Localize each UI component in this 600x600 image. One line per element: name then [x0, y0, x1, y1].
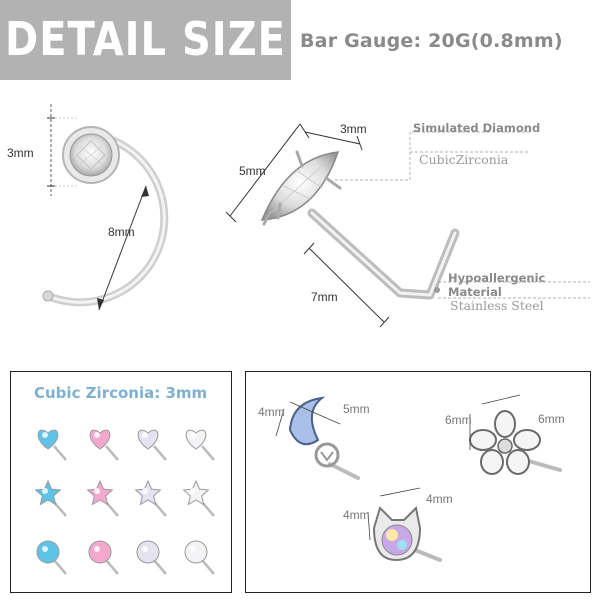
cz-gem-stud: [185, 429, 215, 461]
bar-length-label: 7mm: [311, 290, 338, 304]
stone-value: CubicZirconia: [419, 152, 509, 167]
flower-width-label: 6mm: [538, 412, 565, 426]
cz-gem-stud: [134, 479, 167, 517]
hoop-nose-ring: [42, 126, 169, 307]
cz-gem-stud: [34, 479, 67, 517]
cz-gem-stud: [36, 540, 67, 575]
cat-width-label: 4mm: [426, 492, 453, 506]
moon-height-label: 4mm: [258, 405, 285, 419]
cat-stud: [367, 487, 442, 562]
cz-gem-stud: [86, 479, 119, 517]
stone-heading: Simulated Diamond: [413, 121, 541, 135]
flower-height-label: 6mm: [445, 413, 472, 427]
cz-panel-title: Cubic Zirconia: 3mm: [34, 384, 208, 402]
cz-gem-stud: [136, 540, 167, 575]
page-title: DETAIL SIZE: [5, 13, 286, 67]
cat-height-label: 4mm: [343, 508, 370, 522]
hoop-diameter-label: 8mm: [108, 225, 135, 239]
l-shape-dimension-lines: [225, 123, 590, 328]
cz-gem-stud: [184, 540, 215, 575]
material-heading: Hypoallergenic Material: [448, 271, 546, 299]
material-value: Stainless Steel: [450, 298, 544, 313]
cz-gem-stud: [88, 540, 119, 575]
hoop-dimension-lines: [47, 104, 149, 311]
bar-gauge-label: Bar Gauge: 20G(0.8mm): [300, 30, 563, 52]
cz-gem-stud: [182, 479, 215, 517]
moon-width-label: 5mm: [343, 402, 370, 416]
title-banner: [0, 0, 291, 80]
moon-stud: [275, 396, 360, 480]
gem-width-label: 3mm: [340, 122, 367, 136]
gem-length-label: 5mm: [239, 164, 266, 178]
cz-gem-stud: [37, 429, 67, 461]
cz-gem-stud: [89, 429, 119, 461]
cz-gem-stud: [137, 429, 167, 461]
l-shape-nose-stud: [260, 150, 460, 300]
hoop-gem-size-label: 3mm: [7, 146, 34, 160]
flower-stud: [469, 394, 562, 475]
